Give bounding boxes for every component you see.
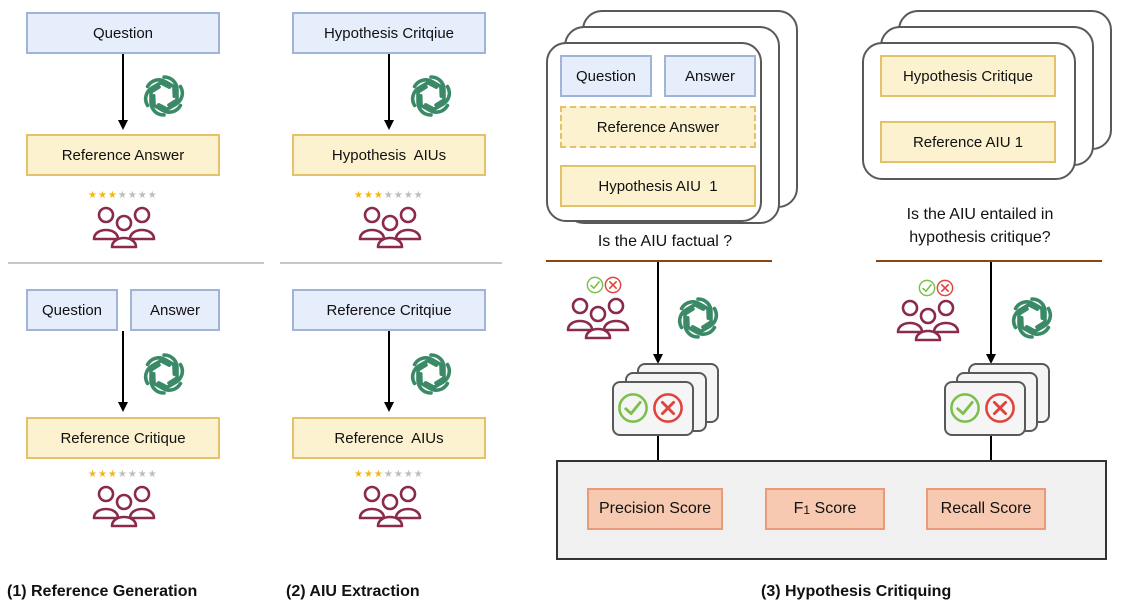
human-annotators-icon — [566, 294, 630, 345]
reference-critique-box: Reference Critique — [26, 417, 220, 459]
factual-question: Is the AIU factual ? — [597, 233, 733, 250]
reference-aius-box: Reference AIUs — [292, 417, 486, 459]
divider — [280, 262, 502, 264]
star-rating-icon: ★★★★★★★ — [354, 190, 424, 201]
openai-logo-icon — [403, 346, 459, 407]
star-rating-icon: ★★★★★★★ — [88, 190, 158, 201]
divider — [876, 260, 1102, 262]
hypothesis-aius-box: Hypothesis AIUs — [292, 134, 486, 176]
hypothesis-critique-box: Hypothesis Critique — [880, 55, 1056, 97]
cross-circle-icon — [604, 276, 622, 299]
question-box: Question — [26, 289, 118, 331]
check-circle-icon — [918, 279, 936, 302]
hypothesis-critique-box: Hypothesis Critqiue — [292, 12, 486, 54]
divider — [8, 262, 264, 264]
openai-logo-icon — [670, 290, 726, 351]
openai-logo-icon — [136, 346, 192, 407]
star-rating-icon: ★★★★★★★ — [354, 469, 424, 480]
openai-logo-icon — [403, 68, 459, 129]
reference-critique-box: Reference Critqiue — [292, 289, 486, 331]
human-annotators-icon — [896, 296, 960, 347]
f1-label-main: F — [793, 500, 804, 517]
reference-answer-box: Reference Answer — [26, 134, 220, 176]
panel2-caption: (2) AIU Extraction — [286, 583, 420, 600]
f1-label-subscript: 1 — [803, 503, 811, 517]
human-annotators-icon — [358, 203, 422, 254]
panel1-caption: (1) Reference Generation — [7, 583, 198, 600]
human-annotators-icon — [358, 482, 422, 533]
answer-box: Answer — [130, 289, 220, 331]
human-annotators-icon — [92, 482, 156, 533]
panel3-caption: (3) Hypothesis Critiquing — [761, 583, 952, 600]
divider — [546, 260, 772, 262]
openai-logo-icon — [136, 68, 192, 129]
recall-score-box: Recall Score — [926, 488, 1046, 530]
check-circle-icon — [586, 276, 604, 299]
cross-circle-icon — [936, 279, 954, 302]
cross-circle-icon — [652, 392, 684, 429]
f1-label-suffix: Score — [810, 500, 857, 517]
question-box: Question — [560, 55, 652, 97]
star-rating-icon: ★★★★★★★ — [88, 469, 158, 480]
precision-score-box: Precision Score — [587, 488, 723, 530]
openai-logo-icon — [1004, 290, 1060, 351]
hypothesis-aiu-box: Hypothesis AIU 1 — [560, 165, 756, 207]
reference-answer-box: Reference Answer — [560, 106, 756, 148]
question-box: Question — [26, 12, 220, 54]
answer-box: Answer — [664, 55, 756, 97]
cross-circle-icon — [984, 392, 1016, 429]
check-circle-icon — [949, 392, 981, 429]
reference-aiu-box: Reference AIU 1 — [880, 121, 1056, 163]
check-circle-icon — [617, 392, 649, 429]
entailment-question-line1: Is the AIU entailed in — [906, 206, 1054, 223]
human-annotators-icon — [92, 203, 156, 254]
entailment-question-line2: hypothesis critique? — [909, 229, 1051, 246]
